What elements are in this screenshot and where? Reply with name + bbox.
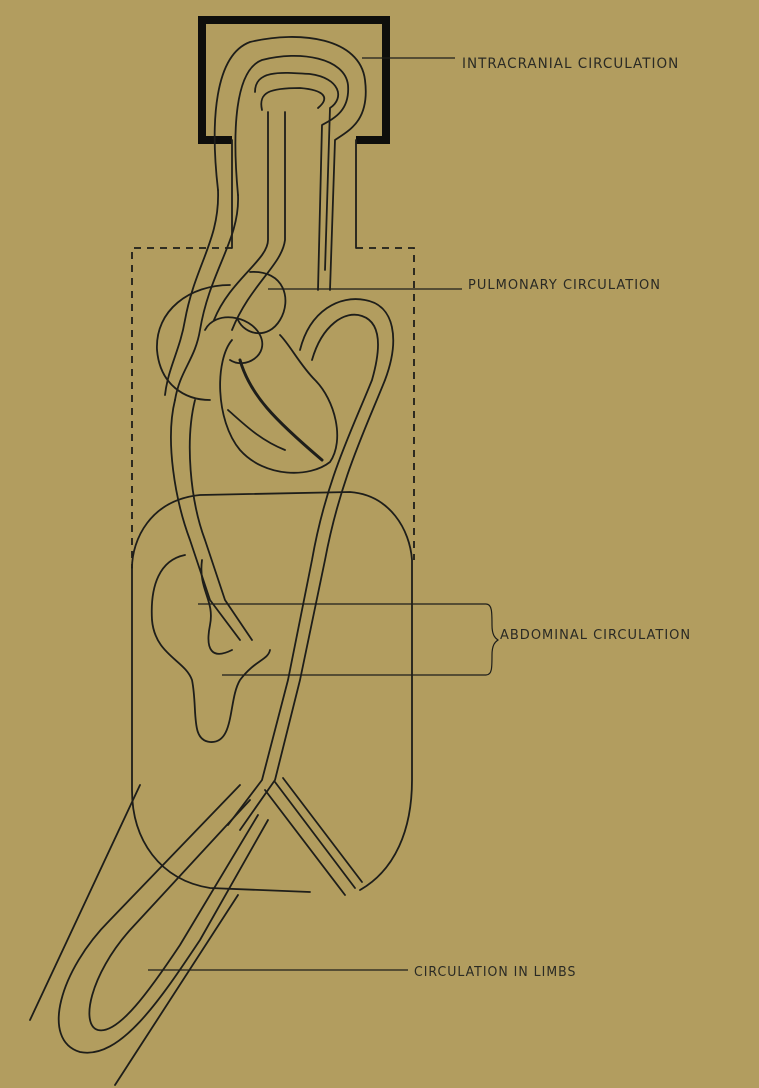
- heart-outline: [220, 335, 337, 473]
- carotid-left-inner: [232, 112, 285, 330]
- abdomen-outline: [132, 492, 412, 890]
- intracranial-vessel-return-inner: [261, 88, 324, 110]
- thorax-outline: [132, 248, 232, 568]
- aorta-inner: [228, 315, 378, 825]
- label-abdominal: ABDOMINAL CIRCULATION: [500, 628, 691, 644]
- abdomen-outline-left: [132, 568, 310, 892]
- skull-outline: [202, 20, 386, 140]
- label-intracranial: INTRACRANIAL CIRCULATION: [462, 56, 679, 73]
- limb-vessel-right-2: [275, 782, 355, 888]
- aorta-outer: [240, 299, 393, 830]
- label-limbs: CIRCULATION IN LIMBS: [414, 964, 576, 980]
- intracranial-vessel-outer: [215, 37, 366, 290]
- thorax-outline-right: [356, 248, 414, 560]
- leg-outline-left: [30, 785, 140, 1020]
- abdominal-brace: [486, 604, 498, 675]
- label-pulmonary: PULMONARY CIRCULATION: [468, 278, 661, 294]
- leg-outline-right: [115, 895, 238, 1085]
